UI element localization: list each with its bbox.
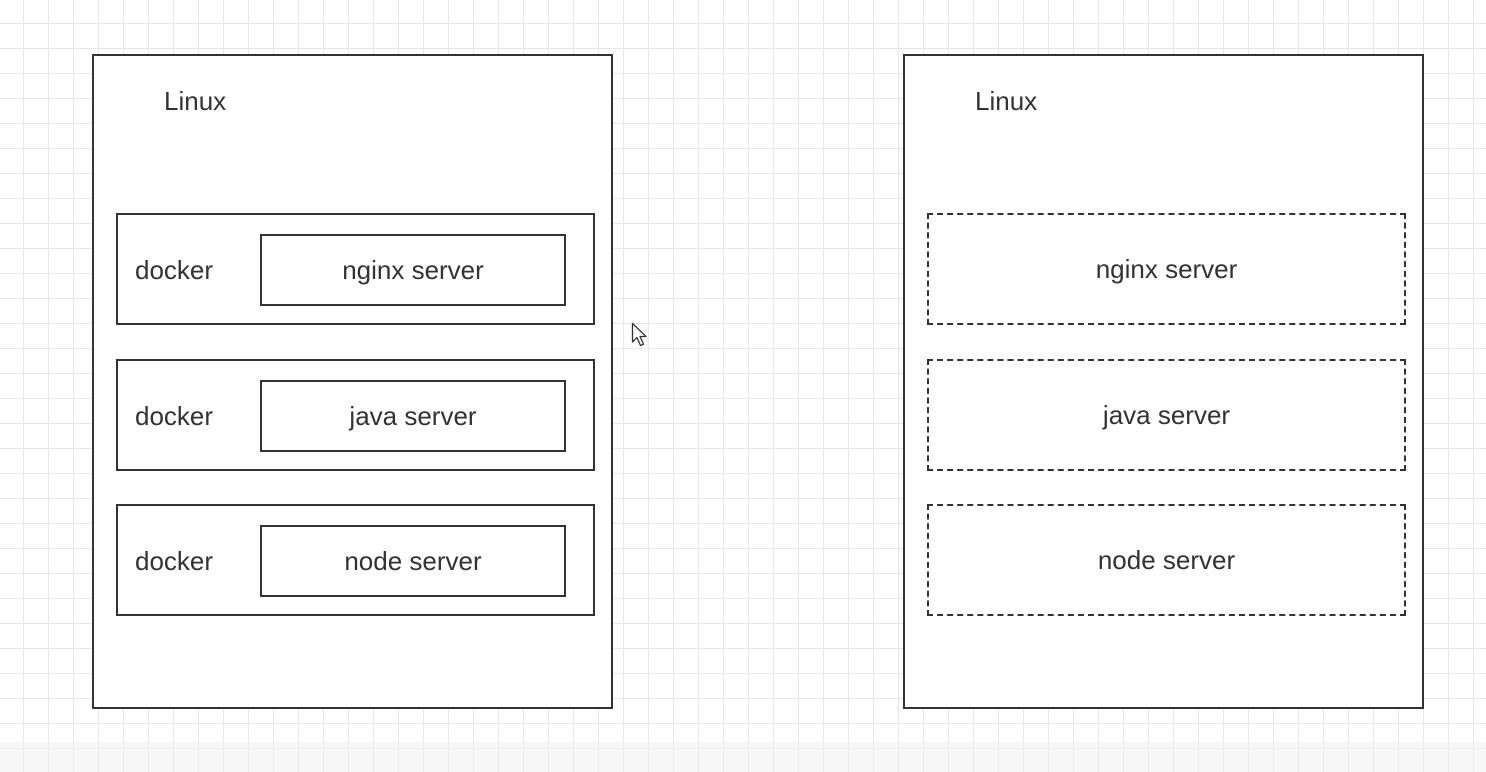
node-server-dashed-box[interactable]: node server (927, 504, 1406, 616)
docker-label: docker (135, 546, 214, 576)
server-label: nginx server (1095, 253, 1238, 284)
server-label: node server (1097, 544, 1236, 575)
server-label: node server (344, 545, 482, 576)
docker-container-java[interactable]: docker java server (116, 359, 595, 471)
server-label: java server (349, 400, 477, 431)
server-label: nginx server (342, 254, 484, 285)
docker-container-node[interactable]: docker node server (116, 504, 595, 616)
nginx-server-box[interactable]: nginx server (260, 234, 566, 306)
docker-label: docker (135, 401, 214, 431)
java-server-dashed-box[interactable]: java server (927, 359, 1406, 471)
nginx-server-dashed-box[interactable]: nginx server (927, 213, 1406, 325)
host-title: Linux (164, 86, 227, 116)
node-server-box[interactable]: node server (260, 525, 566, 597)
linux-host-with-docker[interactable]: Linux docker nginx server docker java se… (92, 54, 613, 709)
server-label: java server (1102, 399, 1231, 430)
host-title: Linux (975, 86, 1038, 116)
mouse-cursor-icon (631, 322, 647, 347)
docker-label: docker (135, 255, 214, 285)
java-server-box[interactable]: java server (260, 380, 566, 452)
docker-container-nginx[interactable]: docker nginx server (116, 213, 595, 325)
linux-host-without-docker[interactable]: Linux nginx server java server node serv… (903, 54, 1424, 709)
bottom-edge-strip (0, 742, 1486, 772)
